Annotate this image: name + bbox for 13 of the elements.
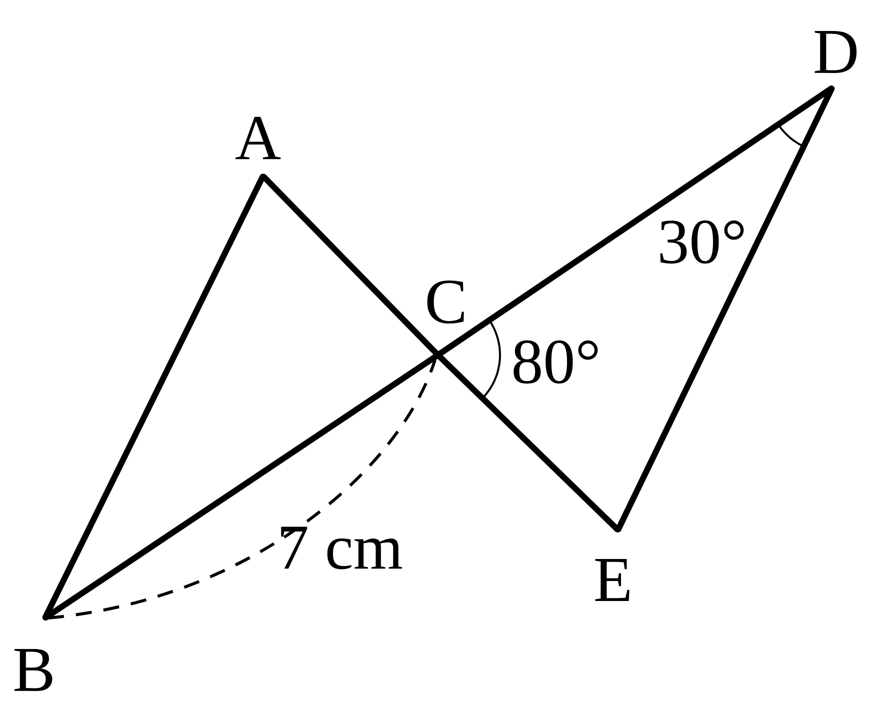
measure-label: 80° bbox=[514, 340, 598, 384]
vertex-label: B bbox=[14, 648, 52, 692]
line-segment bbox=[436, 352, 620, 532]
vertex-label: C bbox=[427, 280, 464, 324]
line-segment bbox=[260, 174, 440, 358]
measure-label: 7 cm bbox=[281, 526, 402, 570]
vertex-label: D bbox=[814, 30, 857, 74]
line-segment bbox=[42, 174, 266, 620]
line-segment bbox=[436, 85, 834, 358]
vertex-label: E bbox=[595, 559, 630, 601]
vertex-label: A bbox=[236, 116, 281, 160]
measure-label: 30° bbox=[660, 220, 744, 264]
line-segment bbox=[615, 86, 835, 532]
